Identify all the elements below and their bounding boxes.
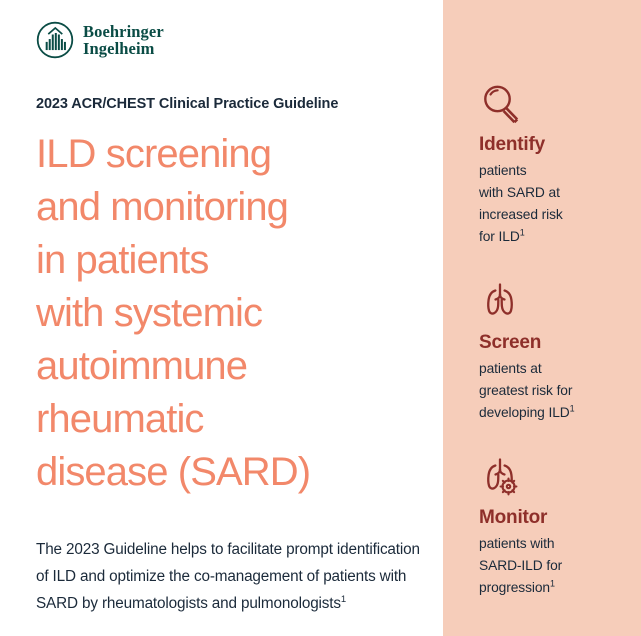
guideline-eyebrow: 2023 ACR/CHEST Clinical Practice Guideli… bbox=[36, 96, 339, 112]
step-identify-title: Identify bbox=[479, 134, 545, 155]
intro-paragraph: The 2023 Guideline helps to facilitate p… bbox=[36, 536, 428, 617]
step-identify-footnote-marker: 1 bbox=[519, 227, 525, 238]
step-identify-description: patients with SARD at increased risk for… bbox=[479, 160, 631, 248]
magnifying-glass-icon bbox=[479, 82, 631, 126]
step-monitor-description: patients with SARD-ILD for progression1 bbox=[479, 533, 631, 599]
steps-panel: Identify patients with SARD at increased… bbox=[443, 0, 641, 636]
page-title: ILD screening and monitoring in patients… bbox=[36, 132, 311, 494]
lungs-gear-icon bbox=[479, 455, 631, 499]
step-screen-footnote-marker: 1 bbox=[569, 403, 575, 414]
step-screen-description-text: patients at greatest risk for developing… bbox=[479, 361, 573, 420]
step-screen-title: Screen bbox=[479, 332, 542, 353]
step-monitor: Monitor patients with SARD-ILD for progr… bbox=[479, 455, 631, 599]
brand-wordmark: Boehringer Ingelheim bbox=[83, 22, 164, 58]
step-identify: Identify patients with SARD at increased… bbox=[479, 82, 631, 248]
step-screen-description: patients at greatest risk for developing… bbox=[479, 358, 631, 424]
step-screen: Screen patients at greatest risk for dev… bbox=[479, 280, 631, 424]
step-monitor-description-text: patients with SARD-ILD for progression bbox=[479, 536, 563, 595]
boehringer-ingelheim-mark-icon bbox=[36, 21, 74, 59]
step-identify-description-text: patients with SARD at increased risk for… bbox=[479, 163, 563, 244]
intro-paragraph-text: The 2023 Guideline helps to facilitate p… bbox=[36, 541, 420, 613]
brand-logo: Boehringer Ingelheim bbox=[36, 12, 413, 68]
left-content-column: Boehringer Ingelheim 2023 ACR/CHEST Clin… bbox=[36, 12, 428, 617]
lungs-icon bbox=[479, 280, 631, 324]
step-monitor-title: Monitor bbox=[479, 507, 548, 528]
step-monitor-footnote-marker: 1 bbox=[550, 578, 555, 589]
intro-footnote-marker: 1 bbox=[340, 594, 347, 606]
